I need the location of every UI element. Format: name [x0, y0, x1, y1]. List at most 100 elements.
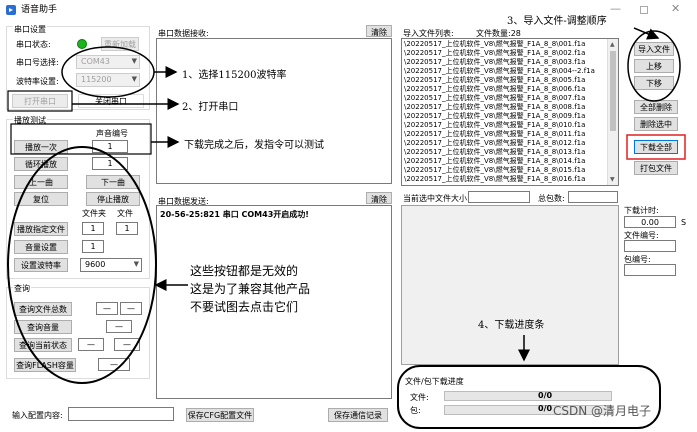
file-list-item[interactable]: \20220517_上位机软件_V8\燃气报警_F1A_8_8\014.f1a: [404, 157, 586, 165]
move-down-button[interactable]: 下移: [634, 76, 674, 90]
scroll-up-icon[interactable]: ▲: [610, 41, 615, 48]
download-all-button[interactable]: 下载全部: [634, 140, 678, 154]
file-list-item[interactable]: \20220517_上位机软件_V8\燃气报警_F1A_8_8\002.f1a: [404, 49, 586, 57]
send-label: 串口数据发送:: [158, 197, 209, 206]
file-list-item[interactable]: \20220517_上位机软件_V8\燃气报警_F1A_8_8\009.f1a: [404, 112, 586, 120]
file-list-item[interactable]: \20220517_上位机软件_V8\燃气报警_F1A_8_8\016.f1a: [404, 175, 586, 183]
annotation-ellipse-buttons: [7, 146, 157, 384]
config-input[interactable]: [68, 407, 174, 421]
annotation-box-open: [7, 90, 73, 112]
play-baud-value: 9600: [85, 260, 106, 269]
set-baud-button[interactable]: 设置波特率: [14, 258, 68, 272]
next-track-button[interactable]: 下一曲: [86, 175, 140, 189]
package-progress-bar: [444, 405, 612, 415]
baud-select[interactable]: 115200 ▼: [76, 73, 140, 87]
file-list-item[interactable]: \20220517_上位机软件_V8\燃气报警_F1A_8_8\005.f1a: [404, 76, 586, 84]
total-packages-label: 总包数:: [538, 194, 565, 203]
file-list-item[interactable]: \20220517_上位机软件_V8\燃气报警_F1A_8_8\008.f1a: [404, 103, 586, 111]
query-state-button[interactable]: 查询当前状态: [14, 338, 72, 352]
close-icon[interactable]: ✕: [671, 2, 681, 15]
file-list-item[interactable]: \20220517_上位机软件_V8\燃气报警_F1A_8_8\011.f1a: [404, 130, 586, 138]
volume-input[interactable]: 1: [82, 240, 104, 253]
annotation-test-hint: 下载完成之后，发指令可以测试: [184, 140, 324, 151]
stop-play-button[interactable]: 停止播放: [86, 192, 140, 206]
voice-number-label: 声音编号: [96, 129, 128, 138]
folder-input[interactable]: 1: [82, 222, 104, 235]
download-timer-label: 下载计时:: [624, 206, 659, 215]
import-file-button[interactable]: 导入文件: [634, 42, 674, 56]
annotation-invalid-note: 这些按钮都是无效的 这是为了兼容其他产品 不要试图去点击它们: [190, 262, 310, 316]
minimize-icon[interactable]: —: [610, 2, 621, 15]
send-textarea[interactable]: 20-56-25:821 串口 COM43开启成功!: [156, 205, 392, 399]
port-value: COM43: [81, 57, 110, 66]
file-list-item[interactable]: \20220517_上位机软件_V8\燃气报警_F1A_8_8\010.f1a: [404, 121, 586, 129]
clear-receive-button[interactable]: 清除: [366, 25, 392, 37]
file-list-item[interactable]: \20220517_上位机软件_V8\燃气报警_F1A_8_8\013.f1a: [404, 148, 586, 156]
file-list[interactable]: \20220517_上位机软件_V8\燃气报警_F1A_8_8\001.f1a\…: [401, 38, 619, 186]
file-list-item[interactable]: \20220517_上位机软件_V8\燃气报警_F1A_8_8\006.f1a: [404, 85, 586, 93]
annotation-step-3: 3、导入文件-调整顺序: [507, 16, 607, 27]
file-number-label: 文件编号:: [624, 231, 659, 240]
query-total-value-2: —: [120, 302, 142, 315]
config-input-label: 输入配置内容:: [12, 411, 63, 420]
selected-size-value: [468, 191, 530, 203]
query-volume-button[interactable]: 查询音量: [14, 320, 72, 334]
port-select[interactable]: COM43▼: [76, 55, 140, 69]
voice-number-input[interactable]: 1: [92, 140, 128, 153]
file-list-scrollbar[interactable]: ▲ ▼: [607, 39, 618, 185]
query-total-value: —: [96, 302, 118, 315]
chevron-down-icon: ▼: [133, 260, 139, 268]
move-up-button[interactable]: 上移: [634, 59, 674, 73]
save-cfg-button[interactable]: 保存CFG配置文件: [186, 408, 254, 422]
file-list-item[interactable]: \20220517_上位机软件_V8\燃气报警_F1A_8_8\012.f1a: [404, 139, 586, 147]
progress-title: 文件/包下载进度: [405, 377, 464, 386]
file-input[interactable]: 1: [116, 222, 138, 235]
chevron-down-icon: ▼: [131, 75, 137, 83]
query-state-value: —: [78, 338, 104, 351]
app-icon: [5, 4, 17, 16]
package-number-value: [624, 264, 676, 276]
maximize-icon[interactable]: [640, 6, 648, 14]
clear-send-button[interactable]: 清除: [366, 192, 392, 204]
annotation-box-download: [626, 134, 686, 160]
serial-status-label: 串口状态:: [16, 40, 51, 49]
query-flash-button[interactable]: 查询FLASH容量: [14, 358, 76, 372]
serial-group-label: 串口设置: [13, 24, 47, 35]
delete-selected-button[interactable]: 删除选中: [634, 117, 678, 131]
send-log-line: 20-56-25:821 串口 COM43开启成功!: [160, 210, 309, 219]
download-area: [401, 205, 619, 365]
file-list-item[interactable]: \20220517_上位机软件_V8\燃气报警_F1A_8_8\015.f1a: [404, 166, 586, 174]
open-port-button[interactable]: 打开串口: [12, 94, 68, 108]
reset-button[interactable]: 复位: [14, 192, 68, 206]
serial-settings-group: [6, 26, 150, 110]
file-list-item[interactable]: \20220517_上位机软件_V8\燃气报警_F1A_8_8\001.f1a: [404, 40, 586, 48]
volume-set-button[interactable]: 音量设置: [14, 240, 68, 254]
scroll-thumb[interactable]: [610, 51, 616, 131]
baud-value: 115200: [81, 75, 112, 84]
file-list-item[interactable]: \20220517_上位机软件_V8\燃气报警_F1A_8_8\007.f1a: [404, 94, 586, 102]
scroll-down-icon[interactable]: ▼: [610, 176, 615, 183]
port-label: 串口号选择:: [16, 58, 59, 67]
loop-count-input[interactable]: 1: [92, 157, 128, 170]
loop-play-button[interactable]: 循环播放: [14, 157, 68, 171]
annotation-ellipse-order: [627, 30, 681, 102]
annotation-step-1: 1、选择115200波特率: [182, 70, 287, 81]
file-list-item[interactable]: \20220517_上位机软件_V8\燃气报警_F1A_8_8\003.f1a: [404, 58, 586, 66]
receive-textarea[interactable]: [156, 38, 392, 184]
file-list-items: \20220517_上位机软件_V8\燃气报警_F1A_8_8\001.f1a\…: [404, 40, 606, 184]
file-label: 文件: [117, 209, 133, 218]
file-progress-label: 文件:: [410, 393, 429, 402]
play-group-label: 播放测试: [13, 115, 47, 126]
save-log-button[interactable]: 保存通信记录: [328, 408, 388, 422]
file-progress-bar: [444, 391, 612, 401]
annotation-invalid-line-1: 这些按钮都是无效的: [190, 264, 299, 278]
status-indicator-icon: [77, 39, 87, 49]
pack-file-button[interactable]: 打包文件: [634, 161, 678, 175]
play-baud-select[interactable]: 9600 ▼: [80, 258, 142, 272]
watermark: CSDN @清月电子: [553, 404, 652, 418]
file-list-item[interactable]: \20220517_上位机软件_V8\燃气报警_F1A_8_8\004--2.f…: [404, 67, 595, 75]
query-total-button[interactable]: 查询文件总数: [14, 302, 72, 316]
play-file-button[interactable]: 播放指定文件: [14, 222, 68, 236]
baud-label: 波特率设置:: [16, 77, 59, 86]
